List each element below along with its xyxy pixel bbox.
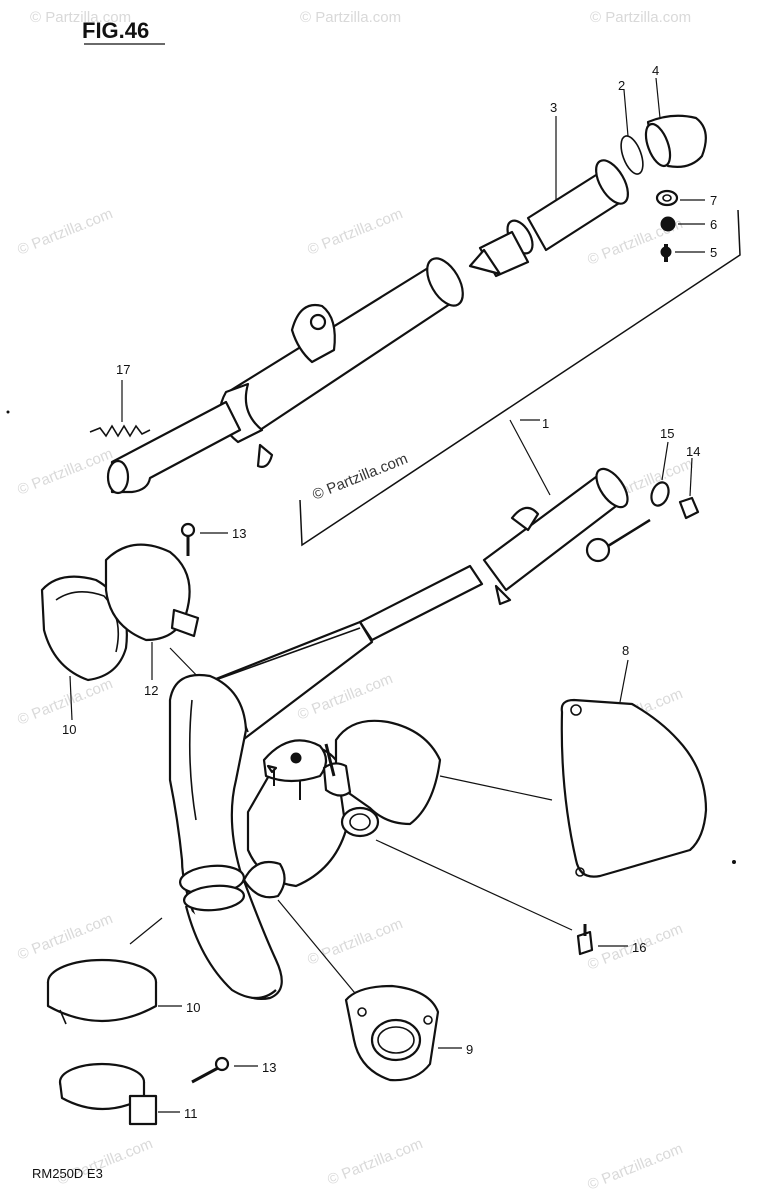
callout-12: 12 (144, 683, 158, 698)
watermark-text: © Partzilla.com (305, 915, 405, 969)
callout-17: 17 (116, 362, 130, 377)
part-9-flange (344, 984, 462, 1082)
callout-13-upper: 13 (232, 526, 246, 541)
stray-mark (732, 860, 736, 864)
watermark-text: © Partzilla.com (15, 910, 115, 964)
carburetor (322, 719, 573, 931)
muffler-silencer (106, 257, 464, 495)
watermark-main-text: © Partzilla.com (310, 450, 410, 504)
callout-16: 16 (632, 940, 646, 955)
callout-4: 4 (652, 63, 659, 78)
rod-ball-part (585, 518, 651, 563)
figure-title: FIG.46 (82, 18, 149, 43)
callout-15: 15 (660, 426, 674, 441)
callout-1: 1 (542, 416, 549, 431)
callout-5: 5 (710, 245, 717, 260)
part-17-spring (89, 380, 151, 438)
callout-14: 14 (686, 444, 700, 459)
callout-11: 11 (184, 1106, 198, 1121)
model-label: RM250D E3 (32, 1166, 103, 1181)
part-10-clamp-upper (40, 575, 128, 721)
watermark-text: © Partzilla.com (15, 675, 115, 729)
watermark-text: © Partzilla.com (30, 9, 131, 26)
part-2-gasket-ring (620, 89, 644, 175)
watermark-text: © Partzilla.com (585, 1140, 685, 1194)
callout-3: 3 (550, 100, 557, 115)
callout-10-lower: 10 (186, 1000, 200, 1015)
watermark-text: © Partzilla.com (305, 205, 405, 259)
callout-9: 9 (466, 1042, 473, 1057)
part-1-assembly-bracket (299, 209, 741, 547)
part-16-bolt (576, 924, 628, 956)
callout-8: 8 (622, 643, 629, 658)
watermark-text: © Partzilla.com (325, 1135, 425, 1189)
watermark-text: © Partzilla.com (15, 445, 115, 499)
part-10-clamp-lower (46, 917, 182, 1025)
part-5-bolt (660, 244, 705, 262)
part-7-washer (655, 189, 705, 207)
watermark-text: © Partzilla.com (590, 9, 691, 26)
part-4-end-cap (644, 77, 707, 168)
intake-ring (242, 860, 365, 1005)
part-8-cover (560, 659, 708, 878)
part-15-washer (650, 441, 670, 507)
callout-13-lower: 13 (262, 1060, 276, 1075)
part-14-nut (678, 457, 700, 520)
part-11-hose-clamp (58, 1062, 180, 1126)
callout-10-upper: 10 (62, 722, 76, 737)
engine-cylinder (246, 739, 348, 888)
callout-7: 7 (710, 193, 717, 208)
watermark-text: © Partzilla.com (15, 205, 115, 259)
part-13-bolt (180, 522, 228, 556)
part-13-bolt-lower (191, 1056, 258, 1084)
part-6-nut (660, 216, 705, 232)
part-3-tail-pipe (468, 116, 629, 278)
exhaust-head-pipe (168, 673, 283, 1000)
watermark-text: © Partzilla.com (300, 9, 401, 26)
callout-6: 6 (710, 217, 717, 232)
part-12-clamp (104, 543, 206, 685)
callout-2: 2 (618, 78, 625, 93)
callout-labels: 4 2 3 7 6 5 17 1 15 14 13 8 12 10 16 10 … (62, 63, 717, 1121)
stray-mark (6, 410, 10, 414)
